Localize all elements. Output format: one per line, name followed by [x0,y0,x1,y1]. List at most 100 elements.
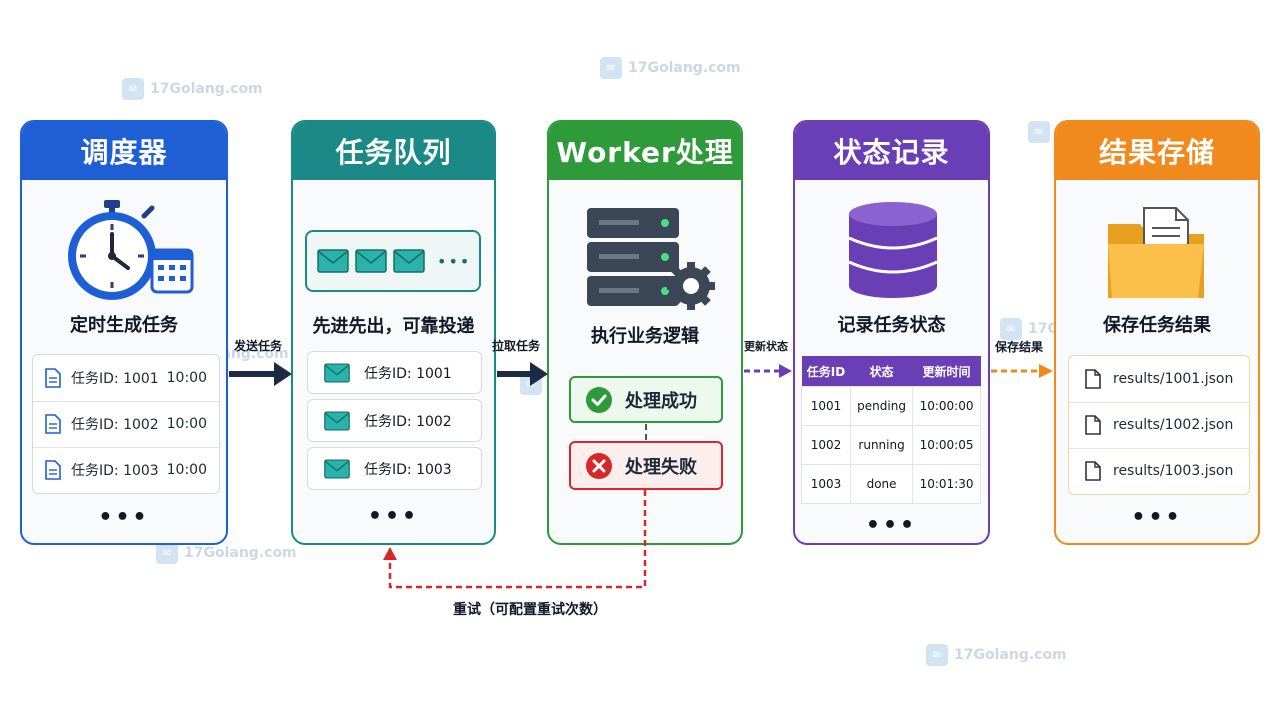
watermark-logo-icon: ✉ [1028,121,1050,143]
file-icon [1085,369,1101,389]
queue-task-card: 任务ID: 1002 [307,399,482,442]
task-id: 任务ID: 1003 [364,461,452,478]
queue-panel: 任务队列 ••• 先进先出，可靠投递 任务ID: 1001 任务ID: 1002… [291,120,496,545]
task-id: 任务ID: 1003 [71,463,159,479]
server-icon [587,208,715,310]
status-table: 任务ID 状态 更新时间 1001 pending 10:00:00 1002 … [800,356,981,504]
results-file-list: results/1001.json results/1002.json resu… [1068,355,1250,495]
status-subtitle: 记录任务状态 [837,315,946,336]
results-title: 结果存储 [1056,122,1258,180]
x-circle-icon [586,452,612,479]
table-cell: 10:00:05 [912,425,981,465]
table-header: 任务ID [801,356,851,387]
task-id: 任务ID: 1001 [71,371,159,387]
pull-arrow-label: 拉取任务 [492,339,541,353]
file-name: results/1003.json [1113,463,1234,479]
queue-subtitle: 先进先出，可靠投递 [312,316,475,337]
envelope-icon [324,458,350,479]
file-row: results/1002.json [1069,402,1249,449]
table-header: 状态 [850,356,913,387]
watermark: ✉17Golang.com [122,78,263,100]
update-arrow-label: 更新状态 [744,340,788,353]
table-row: 1003 done 10:01:30 [800,464,981,504]
envelope-icon [324,362,350,383]
queue-task-card: 任务ID: 1003 [307,447,482,490]
more-indicator: ••• [1131,505,1183,530]
retry-arrow [383,490,647,589]
file-icon [1085,461,1101,481]
check-circle-icon [586,386,612,413]
envelope-icon [324,410,350,431]
watermark-logo-icon: ✉ [1000,318,1022,340]
send-arrow [229,362,292,386]
scheduler-title: 调度器 [22,122,226,180]
envelope-icon [393,249,425,273]
table-header: 更新时间 [912,356,981,387]
results-panel: 结果存储 保存任务结果 results/1001.json results/10… [1054,120,1260,545]
task-id: 任务ID: 1001 [364,365,452,382]
watermark-logo-icon: ✉ [926,644,948,666]
task-time: 10:00 [166,462,207,478]
watermark: ✉17Golang.com [600,57,741,79]
table-cell: running [850,425,914,465]
document-icon [45,414,61,434]
file-name: results/1001.json [1113,371,1234,387]
table-cell: 10:01:30 [912,464,981,504]
scheduler-task-row: 任务ID: 1003 10:00 [33,447,219,493]
failure-card: 处理失败 [569,441,723,490]
task-id: 任务ID: 1002 [71,417,159,433]
stopwatch-icon [68,200,194,300]
file-row: results/1003.json [1069,448,1249,494]
retry-label: 重试（可配置重试次数） [453,602,607,618]
watermark-logo-icon: ✉ [156,542,178,564]
queue-task-card: 任务ID: 1001 [307,351,482,394]
table-cell: 10:00:00 [912,386,981,426]
scheduler-task-row: 任务ID: 1002 10:00 [33,401,219,448]
table-row: 1002 running 10:00:05 [800,425,981,465]
worker-subtitle: 执行业务逻辑 [591,326,699,347]
envelope-icon [355,249,387,273]
task-time: 10:00 [166,416,207,432]
document-icon [45,460,61,480]
scheduler-subtitle: 定时生成任务 [70,315,178,336]
success-card: 处理成功 [569,376,723,423]
file-name: results/1002.json [1113,417,1234,433]
update-arrow [744,364,792,378]
connector-line [645,424,647,440]
save-arrow-label: 保存结果 [995,340,1044,354]
watermark-logo-icon: ✉ [122,78,144,100]
scheduler-task-row: 任务ID: 1001 10:00 [33,355,219,402]
more-indicator: ••• [865,513,918,538]
file-row: results/1001.json [1069,356,1249,403]
scheduler-task-list: 任务ID: 1001 10:00 任务ID: 1002 10:00 任务ID: … [32,354,220,494]
send-arrow-label: 发送任务 [234,339,283,353]
table-cell: 1002 [800,425,852,465]
envelope-icon [317,249,349,273]
database-icon [848,202,938,298]
worker-panel: Worker处理 执行业务逻辑 处理成功 处理失败 [547,120,743,545]
pull-arrow [497,362,548,386]
table-cell: 1001 [800,386,852,426]
queue-ellipsis: ••• [437,251,472,271]
results-subtitle: 保存任务结果 [1103,315,1211,336]
document-icon [45,368,61,388]
worker-title: Worker处理 [549,122,741,180]
table-cell: 1003 [800,464,852,504]
watermark: ✉17Golang.com [156,542,297,564]
file-icon [1085,415,1101,435]
save-arrow [991,364,1053,378]
more-indicator: ••• [98,505,150,530]
failure-label: 处理失败 [625,456,697,478]
watermark: ✉17Golang.com [926,644,1067,666]
queue-title: 任务队列 [293,122,494,180]
task-id: 任务ID: 1002 [364,413,452,430]
scheduler-panel: 调度器 定时生成任务 任务ID: 1001 10:00 任务ID: 1002 [20,120,228,545]
folder-icon [1108,207,1204,298]
table-cell: done [850,464,914,504]
status-title: 状态记录 [795,122,988,180]
watermark-logo-icon: ✉ [600,57,622,79]
success-label: 处理成功 [625,390,697,412]
queue-visual: ••• [305,230,481,292]
more-indicator: ••• [367,504,420,529]
